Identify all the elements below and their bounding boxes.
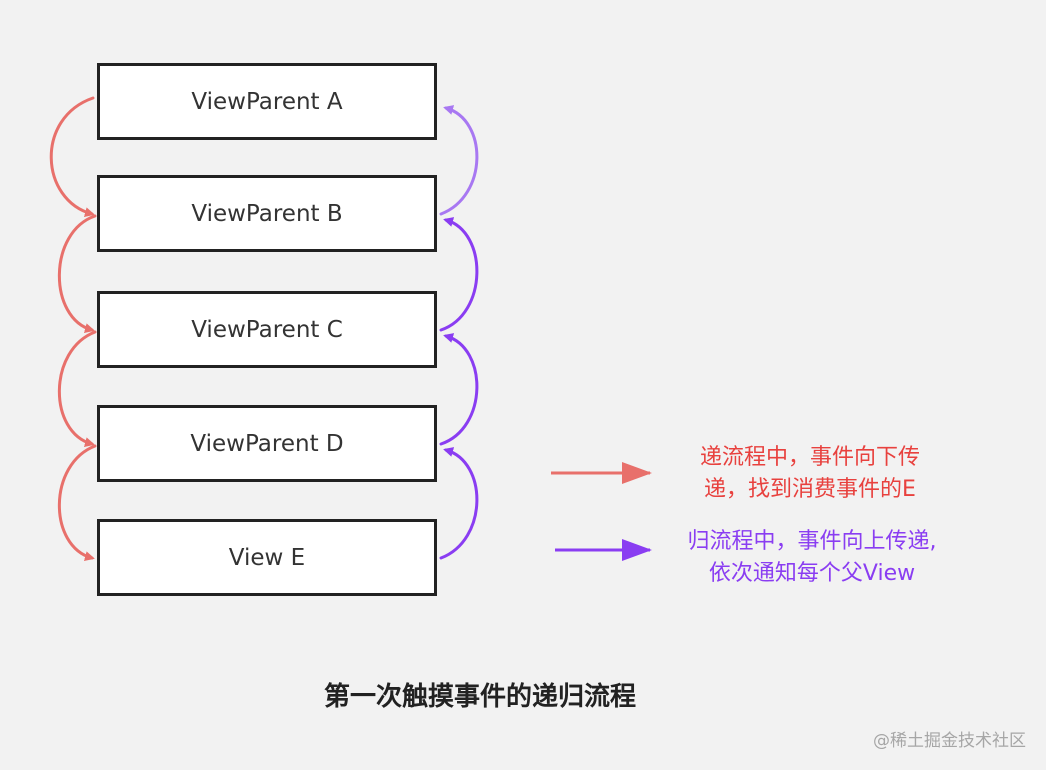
node-viewparent-a: ViewParent A: [97, 63, 437, 140]
legend-up-text: 归流程中，事件向上传递, 依次通知每个父View: [652, 526, 972, 590]
up-arrow-e-d: [439, 447, 479, 560]
legend-up-line-2: 依次通知每个父View: [708, 561, 916, 586]
up-arrow-d-c: [439, 333, 479, 446]
up-arrows: [439, 105, 479, 560]
node-viewparent-d: ViewParent D: [97, 405, 437, 482]
node-label: ViewParent B: [191, 200, 343, 227]
watermark: @稀土掘金技术社区: [873, 731, 1026, 751]
node-label: ViewParent C: [191, 316, 343, 343]
down-arrow-a-b: [49, 96, 95, 217]
node-label: ViewParent D: [190, 430, 344, 457]
down-arrow-d-e: [57, 444, 97, 561]
legend-up-line-1: 归流程中，事件向上传递,: [687, 529, 937, 554]
node-label: ViewParent A: [191, 88, 343, 115]
down-arrows: [49, 96, 97, 561]
up-arrow-b-a: [439, 105, 479, 216]
node-viewparent-c: ViewParent C: [97, 291, 437, 368]
down-arrow-b-c: [57, 214, 97, 333]
legend-down-line-1: 递流程中，事件向下传: [699, 445, 920, 470]
down-arrow-c-d: [57, 330, 97, 447]
legend-down-text: 递流程中，事件向下传 递，找到消费事件的E: [660, 442, 960, 506]
node-viewparent-b: ViewParent B: [97, 175, 437, 252]
diagram-caption: 第一次触摸事件的递归流程: [323, 682, 636, 712]
up-arrow-c-b: [439, 217, 479, 332]
node-label: View E: [228, 544, 306, 571]
node-view-e: View E: [97, 519, 437, 596]
legend-down-line-2: 递，找到消费事件的E: [704, 477, 916, 502]
